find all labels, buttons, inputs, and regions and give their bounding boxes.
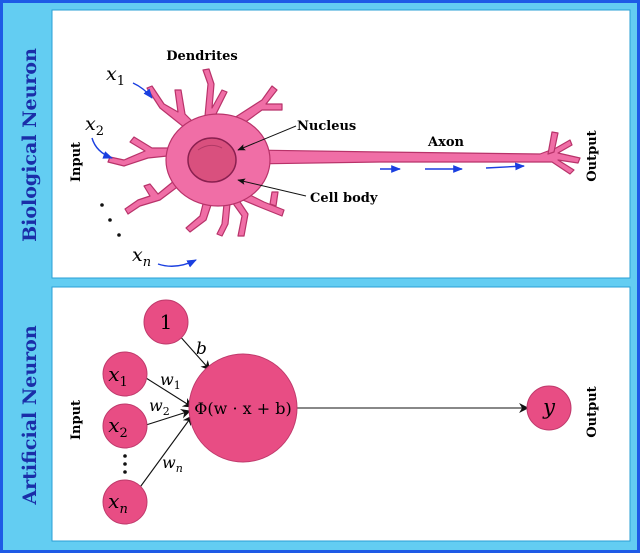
signal-arrow-axon-3 xyxy=(485,162,525,171)
bio-input-label: Input xyxy=(69,142,84,182)
edge-x2 xyxy=(145,408,191,426)
nucleus-shape xyxy=(187,137,237,183)
edge-xn xyxy=(137,415,193,491)
artificial-panel-title: Artificial Neuron xyxy=(19,325,41,505)
input-node-xn-label: xn xyxy=(108,489,128,517)
cell-body-label: Cell body xyxy=(310,191,378,206)
nucleus-pointer xyxy=(237,125,297,151)
biological-panel-title: Biological Neuron xyxy=(19,48,41,242)
bias-node xyxy=(143,299,189,345)
signal-arrow-xn xyxy=(157,259,197,268)
signal-arrow-x2 xyxy=(91,137,113,159)
output-node-label: y xyxy=(542,395,556,419)
ann-input-label: Input xyxy=(69,400,84,440)
dendrites-label: Dendrites xyxy=(166,49,237,64)
input-node-x2-label: x2 xyxy=(108,413,128,441)
input-node-x1-label: x1 xyxy=(108,362,128,390)
axon-label: Axon xyxy=(427,135,465,150)
ann-output-label: Output xyxy=(585,386,600,437)
weight-w2: w2 xyxy=(149,396,170,418)
biological-neuron: Dendrites Nucleus Cell body Axon Input O… xyxy=(69,49,600,270)
signal-arrow-x1 xyxy=(132,82,153,99)
cell-body-pointer xyxy=(237,178,307,197)
activation-label: Φ(w · x + b) xyxy=(194,399,291,418)
bias-weight-label: b xyxy=(196,339,207,359)
weight-wn: wn xyxy=(162,453,183,475)
bio-input-xn: xn xyxy=(132,244,151,270)
bio-output-label: Output xyxy=(585,130,600,181)
neuron-body xyxy=(188,353,298,463)
input-dots xyxy=(123,454,127,474)
bio-input-x1: x1 xyxy=(106,63,125,89)
connections xyxy=(137,333,529,491)
bio-input-dots xyxy=(100,203,121,237)
biological-panel xyxy=(51,9,631,279)
edge-bias xyxy=(177,333,211,371)
nucleus-shading xyxy=(197,144,223,151)
bias-node-label: 1 xyxy=(160,310,173,334)
bio-input-x2: x2 xyxy=(85,113,104,139)
neuron-shape xyxy=(107,68,581,237)
input-node-x1 xyxy=(102,351,148,397)
edge-x1 xyxy=(145,377,193,408)
input-node-xn xyxy=(102,479,148,525)
nucleus-label: Nucleus xyxy=(297,119,356,134)
signal-arrows xyxy=(91,82,525,268)
artificial-neuron: 1 b x1 x2 xn w1 w2 wn Φ(w · x + b) y Inp… xyxy=(69,299,600,525)
weight-w1: w1 xyxy=(160,370,181,392)
input-node-x2 xyxy=(102,403,148,449)
output-node xyxy=(526,385,572,431)
